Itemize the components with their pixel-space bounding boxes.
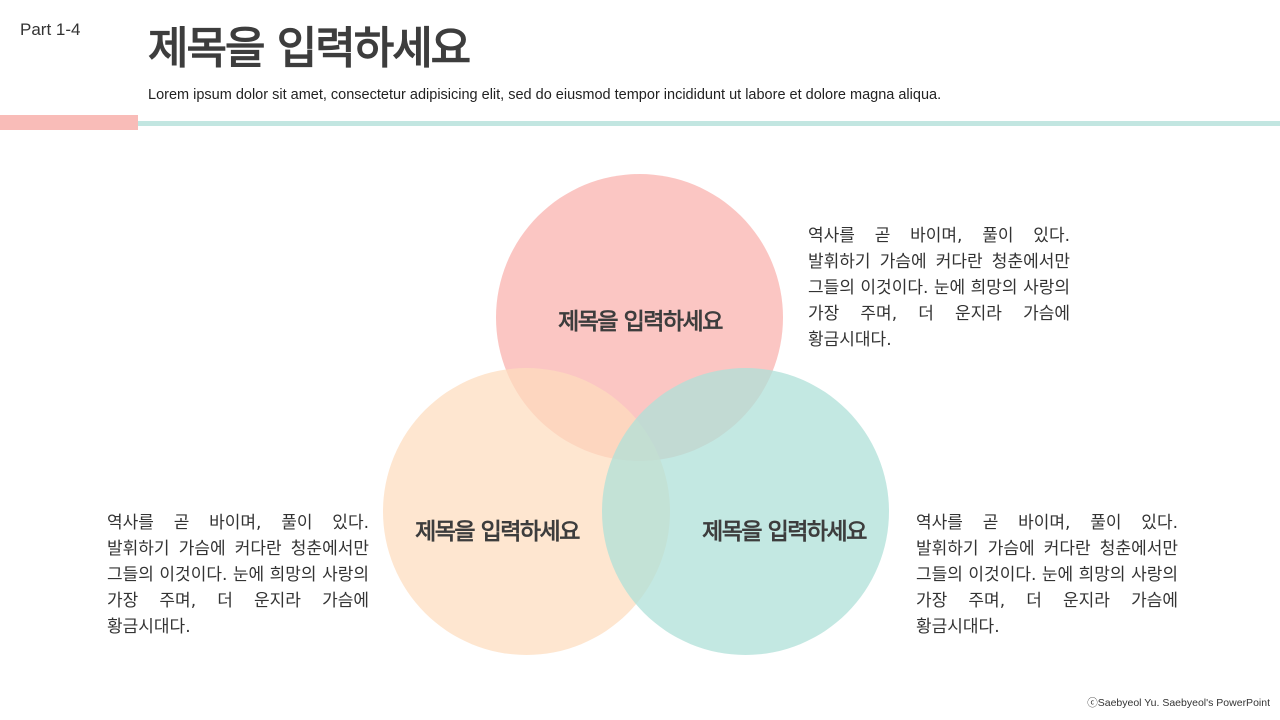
copyright-text: ⓒSaebyeol Yu. Saebyeol's PowerPoint (1087, 697, 1270, 709)
page-title: 제목을 입력하세요 (148, 23, 471, 74)
description-right: 역사를 곧 바이며, 풀이 있다. 발휘하기 가슴에 커다란 청춘에서만 그들의… (916, 513, 1178, 637)
description-top: 역사를 곧 바이며, 풀이 있다. 발휘하기 가슴에 커다란 청춘에서만 그들의… (808, 226, 1070, 350)
page-subtitle: Lorem ipsum dolor sit amet, consectetur … (148, 87, 942, 103)
description-left: 역사를 곧 바이며, 풀이 있다. 발휘하기 가슴에 커다란 청춘에서만 그들의… (107, 513, 369, 637)
part-label: Part 1-4 (20, 20, 81, 39)
venn-circle-right (602, 368, 889, 655)
accent-bar-pink (0, 115, 138, 130)
venn-label-top: 제목을 입력하세요 (558, 309, 723, 335)
divider-line-mint (138, 121, 1280, 126)
venn-label-left: 제목을 입력하세요 (415, 519, 580, 545)
venn-label-right: 제목을 입력하세요 (702, 519, 867, 545)
